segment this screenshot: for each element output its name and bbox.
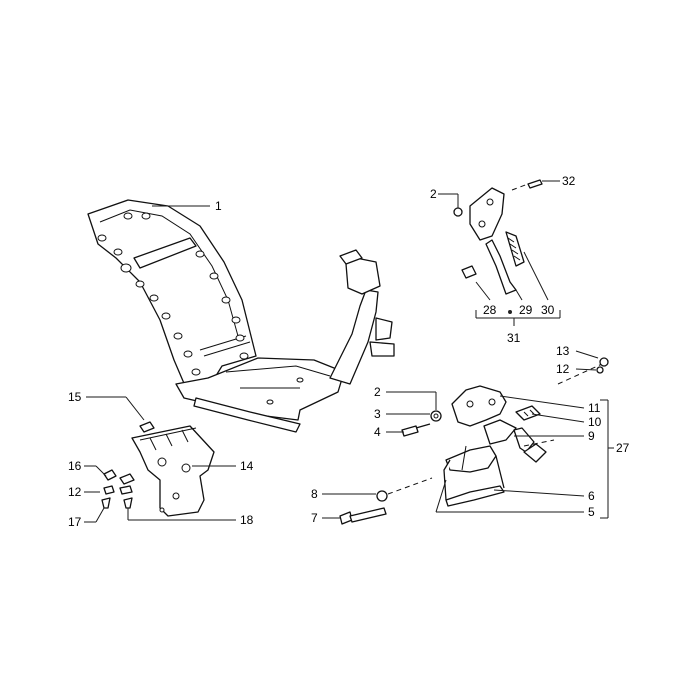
label-11: 11	[588, 401, 601, 415]
label-12-right: 12	[556, 362, 570, 376]
label-17: 17	[68, 515, 82, 529]
label-2-mid: 2	[374, 385, 381, 399]
label-2-top: 2	[430, 187, 437, 201]
label-7: 7	[311, 511, 318, 525]
label-12-left: 12	[68, 485, 82, 499]
label-10: 10	[588, 415, 602, 429]
centre-stand-group	[339, 357, 609, 525]
label-28: 28	[483, 303, 497, 317]
label-3: 3	[374, 407, 381, 421]
front-plate-group	[101, 421, 215, 517]
leader-lines	[84, 180, 614, 523]
part-number-labels: 1 2 32 28 29 30 31 13 12 2 3 4 11 10 9 2…	[68, 174, 630, 529]
label-1: 1	[215, 199, 222, 213]
label-29: 29	[519, 303, 533, 317]
label-4: 4	[374, 425, 381, 439]
side-stand-group	[453, 179, 543, 314]
label-27: 27	[616, 441, 630, 455]
label-5: 5	[588, 505, 595, 519]
label-32: 32	[562, 174, 576, 188]
label-8: 8	[311, 487, 318, 501]
frame-part-1	[87, 199, 395, 433]
label-14: 14	[240, 459, 254, 473]
label-18: 18	[240, 513, 254, 527]
label-9: 9	[588, 429, 595, 443]
label-31: 31	[507, 331, 521, 345]
label-30: 30	[541, 303, 555, 317]
label-16: 16	[68, 459, 82, 473]
label-6: 6	[588, 489, 595, 503]
label-15: 15	[68, 390, 82, 404]
label-13: 13	[556, 344, 570, 358]
